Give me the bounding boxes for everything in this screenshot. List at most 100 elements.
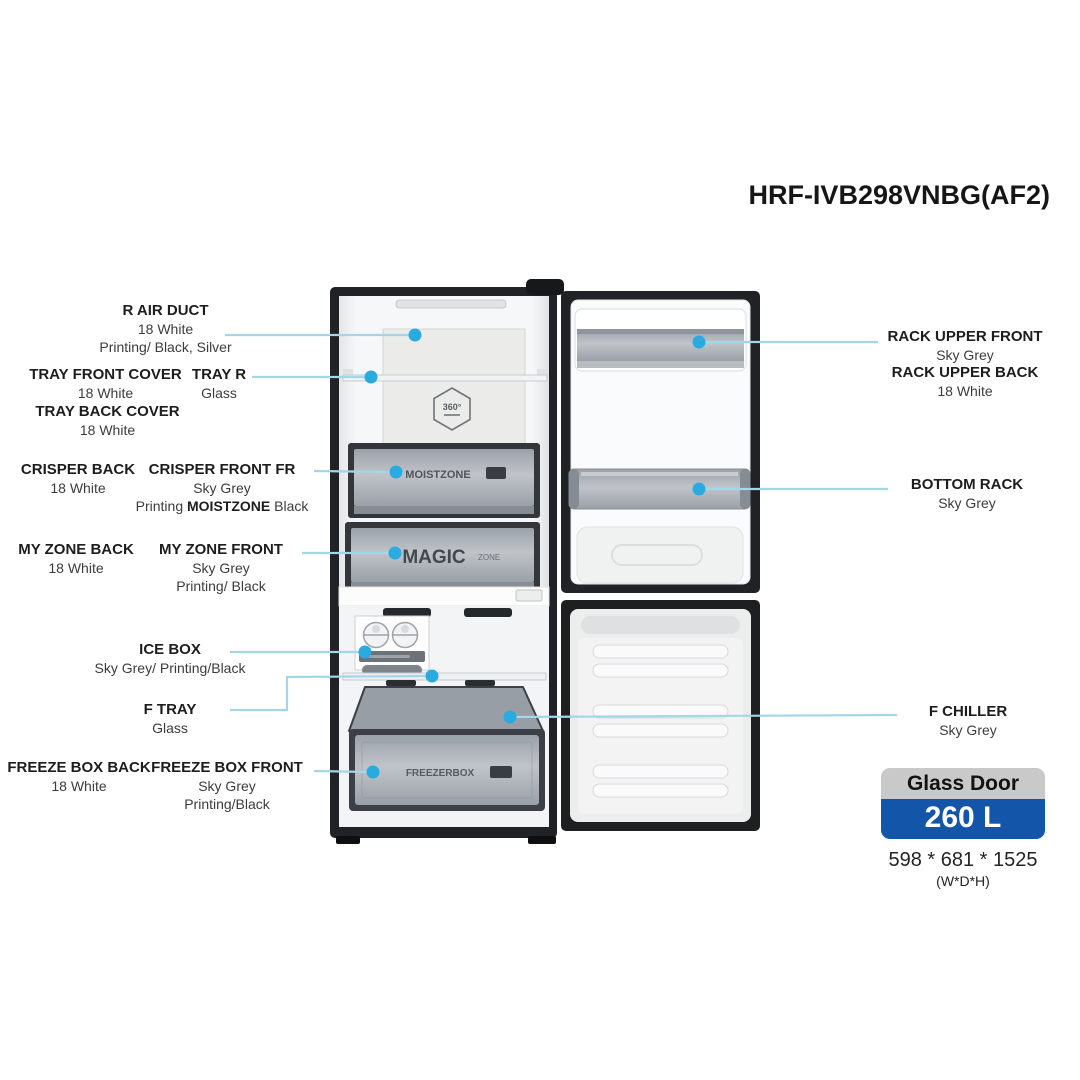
- label-r-air-duct: R AIR DUCT 18 White Printing/ Black, Sil…: [48, 302, 283, 356]
- fridge-cabinet: 360° MOISTZONE: [330, 287, 557, 844]
- label-my-zone-front: MY ZONE FRONT Sky Grey Printing/ Black: [135, 541, 307, 595]
- part-name: BOTTOM RACK: [910, 476, 1024, 493]
- part-name: TRAY R: [191, 366, 247, 383]
- part-color: 18 White: [137, 321, 194, 337]
- part-color: Sky Grey/ Printing/Black: [94, 660, 246, 676]
- label-tray-back-cover: TRAY BACK COVER 18 White: [10, 403, 205, 439]
- label-freeze-box-front: FREEZE BOX FRONT Sky Grey Printing/Black: [143, 759, 311, 813]
- crisper-drawer: MOISTZONE: [348, 443, 540, 518]
- label-crisper-front-fr: CRISPER FRONT FR Sky Grey Printing MOIST…: [112, 461, 332, 515]
- fridge-door: [526, 279, 760, 593]
- label-tray-r: TRAY R Glass: [180, 366, 258, 402]
- dot-f-chiller: [503, 710, 517, 724]
- dot-f-tray: [425, 669, 439, 683]
- ice-twist-knob-left: [362, 621, 390, 649]
- leader-lines: [225, 333, 898, 774]
- part-name: FREEZE BOX BACK: [7, 759, 151, 776]
- magic-print: MAGIC: [402, 547, 466, 568]
- tray-emboss: [611, 544, 703, 566]
- part-color: 18 White: [50, 480, 106, 496]
- part-color: Printing/ Black, Silver: [99, 339, 232, 355]
- part-color: 18 White: [77, 385, 134, 401]
- part-color: Sky Grey: [192, 560, 250, 576]
- part-name: ICE BOX: [139, 641, 201, 658]
- freezer-top-tab-right: [464, 608, 512, 617]
- dot-ice-box: [358, 645, 372, 659]
- callout-dots: [358, 328, 706, 779]
- part-color: 18 White: [937, 383, 993, 399]
- dot-freeze-box: [366, 765, 380, 779]
- part-name: TRAY BACK COVER: [35, 403, 180, 420]
- dot-rack-upper: [692, 335, 706, 349]
- dot-tray-r: [364, 370, 378, 384]
- part-color: Sky Grey: [193, 480, 251, 496]
- label-bottom-rack: BOTTOM RACK Sky Grey: [882, 476, 1052, 512]
- part-name: CRISPER FRONT FR: [148, 461, 296, 478]
- magic-sub-print: ZONE: [478, 553, 500, 562]
- part-name: F TRAY: [143, 701, 197, 718]
- part-name: FREEZE BOX FRONT: [151, 759, 303, 776]
- part-color: 18 White: [51, 778, 107, 794]
- leader-f-chiller: [512, 713, 898, 719]
- printing-prefix: Printing: [135, 498, 187, 514]
- freezer-chiller-lid: [348, 686, 544, 732]
- door-upper-rack: [574, 308, 747, 372]
- air-duct-panel: 360°: [382, 328, 526, 453]
- dimensions-unit-label: (W*D*H): [936, 873, 990, 889]
- divider-band: [338, 586, 550, 607]
- label-my-zone-back: MY ZONE BACK 18 White: [0, 541, 152, 577]
- dot-r-air-duct: [408, 328, 422, 342]
- freezer-door-recess: [581, 616, 740, 634]
- part-name: F CHILLER: [928, 703, 1008, 720]
- label-tray-front-cover: TRAY FRONT COVER 18 White: [8, 366, 203, 402]
- freezer-door-ribs: [592, 644, 729, 798]
- label-ice-box: ICE BOX Sky Grey/ Printing/Black: [55, 641, 285, 677]
- door-bottom-tray: [576, 526, 744, 584]
- part-color: Printing/ Black: [176, 578, 266, 594]
- capacity-badge: Glass Door 260 L 598 * 681 * 1525 (W*D*H…: [881, 768, 1045, 889]
- part-color: 18 White: [79, 422, 136, 438]
- airflow-logo-text: 360°: [443, 402, 462, 412]
- cabinet-foot-right: [528, 836, 556, 844]
- part-color: 18 White: [48, 560, 104, 576]
- cabinet-foot-left: [336, 836, 360, 844]
- door-type-label: Glass Door: [881, 768, 1045, 799]
- part-color: Glass: [152, 720, 188, 736]
- top-vent: [395, 299, 507, 309]
- part-color: Sky Grey: [198, 778, 256, 794]
- leader-f-tray: [230, 674, 430, 712]
- ice-twist-knob-right: [391, 621, 419, 649]
- dimensions-label: 598 * 681 * 1525: [888, 849, 1038, 871]
- part-color: Sky Grey: [936, 347, 994, 363]
- freezer-top-tab-left: [383, 608, 431, 617]
- leader-crisper: [313, 469, 394, 474]
- part-name: CRISPER BACK: [20, 461, 136, 478]
- part-name: MY ZONE BACK: [18, 541, 134, 558]
- label-rack-upper-back: RACK UPPER BACK 18 White: [880, 364, 1050, 400]
- label-rack-upper-front: RACK UPPER FRONT Sky Grey: [880, 328, 1050, 364]
- moistzone-print: MOISTZONE: [405, 469, 470, 481]
- airflow-hexagon-logo: 360°: [433, 387, 471, 431]
- part-color: Printing/Black: [184, 796, 270, 812]
- label-crisper-back: CRISPER BACK 18 White: [0, 461, 156, 497]
- part-color: Sky Grey: [938, 495, 996, 511]
- part-name: RACK UPPER FRONT: [887, 328, 1043, 345]
- freezer-box: FREEZERBOX: [348, 686, 545, 811]
- model-number: HRF-IVB298VNBG(AF2): [748, 180, 1050, 210]
- part-name: R AIR DUCT: [122, 302, 209, 319]
- dot-bottom-rack: [692, 482, 706, 496]
- part-name: MY ZONE FRONT: [159, 541, 283, 558]
- freeze-box-front-panel: [355, 735, 539, 805]
- ice-box: [354, 615, 430, 675]
- printing-bold: MOISTZONE: [187, 498, 271, 514]
- freezerbox-badge: [490, 766, 512, 778]
- myzone-drawer: MAGIC ZONE: [345, 522, 540, 592]
- dot-my-zone: [388, 546, 402, 560]
- moistzone-badge: [486, 467, 506, 479]
- part-color: Sky Grey: [939, 722, 997, 738]
- part-color: Glass: [201, 385, 237, 401]
- part-color: Printing MOISTZONE Black: [112, 497, 332, 515]
- capacity-label: 260 L: [881, 799, 1045, 839]
